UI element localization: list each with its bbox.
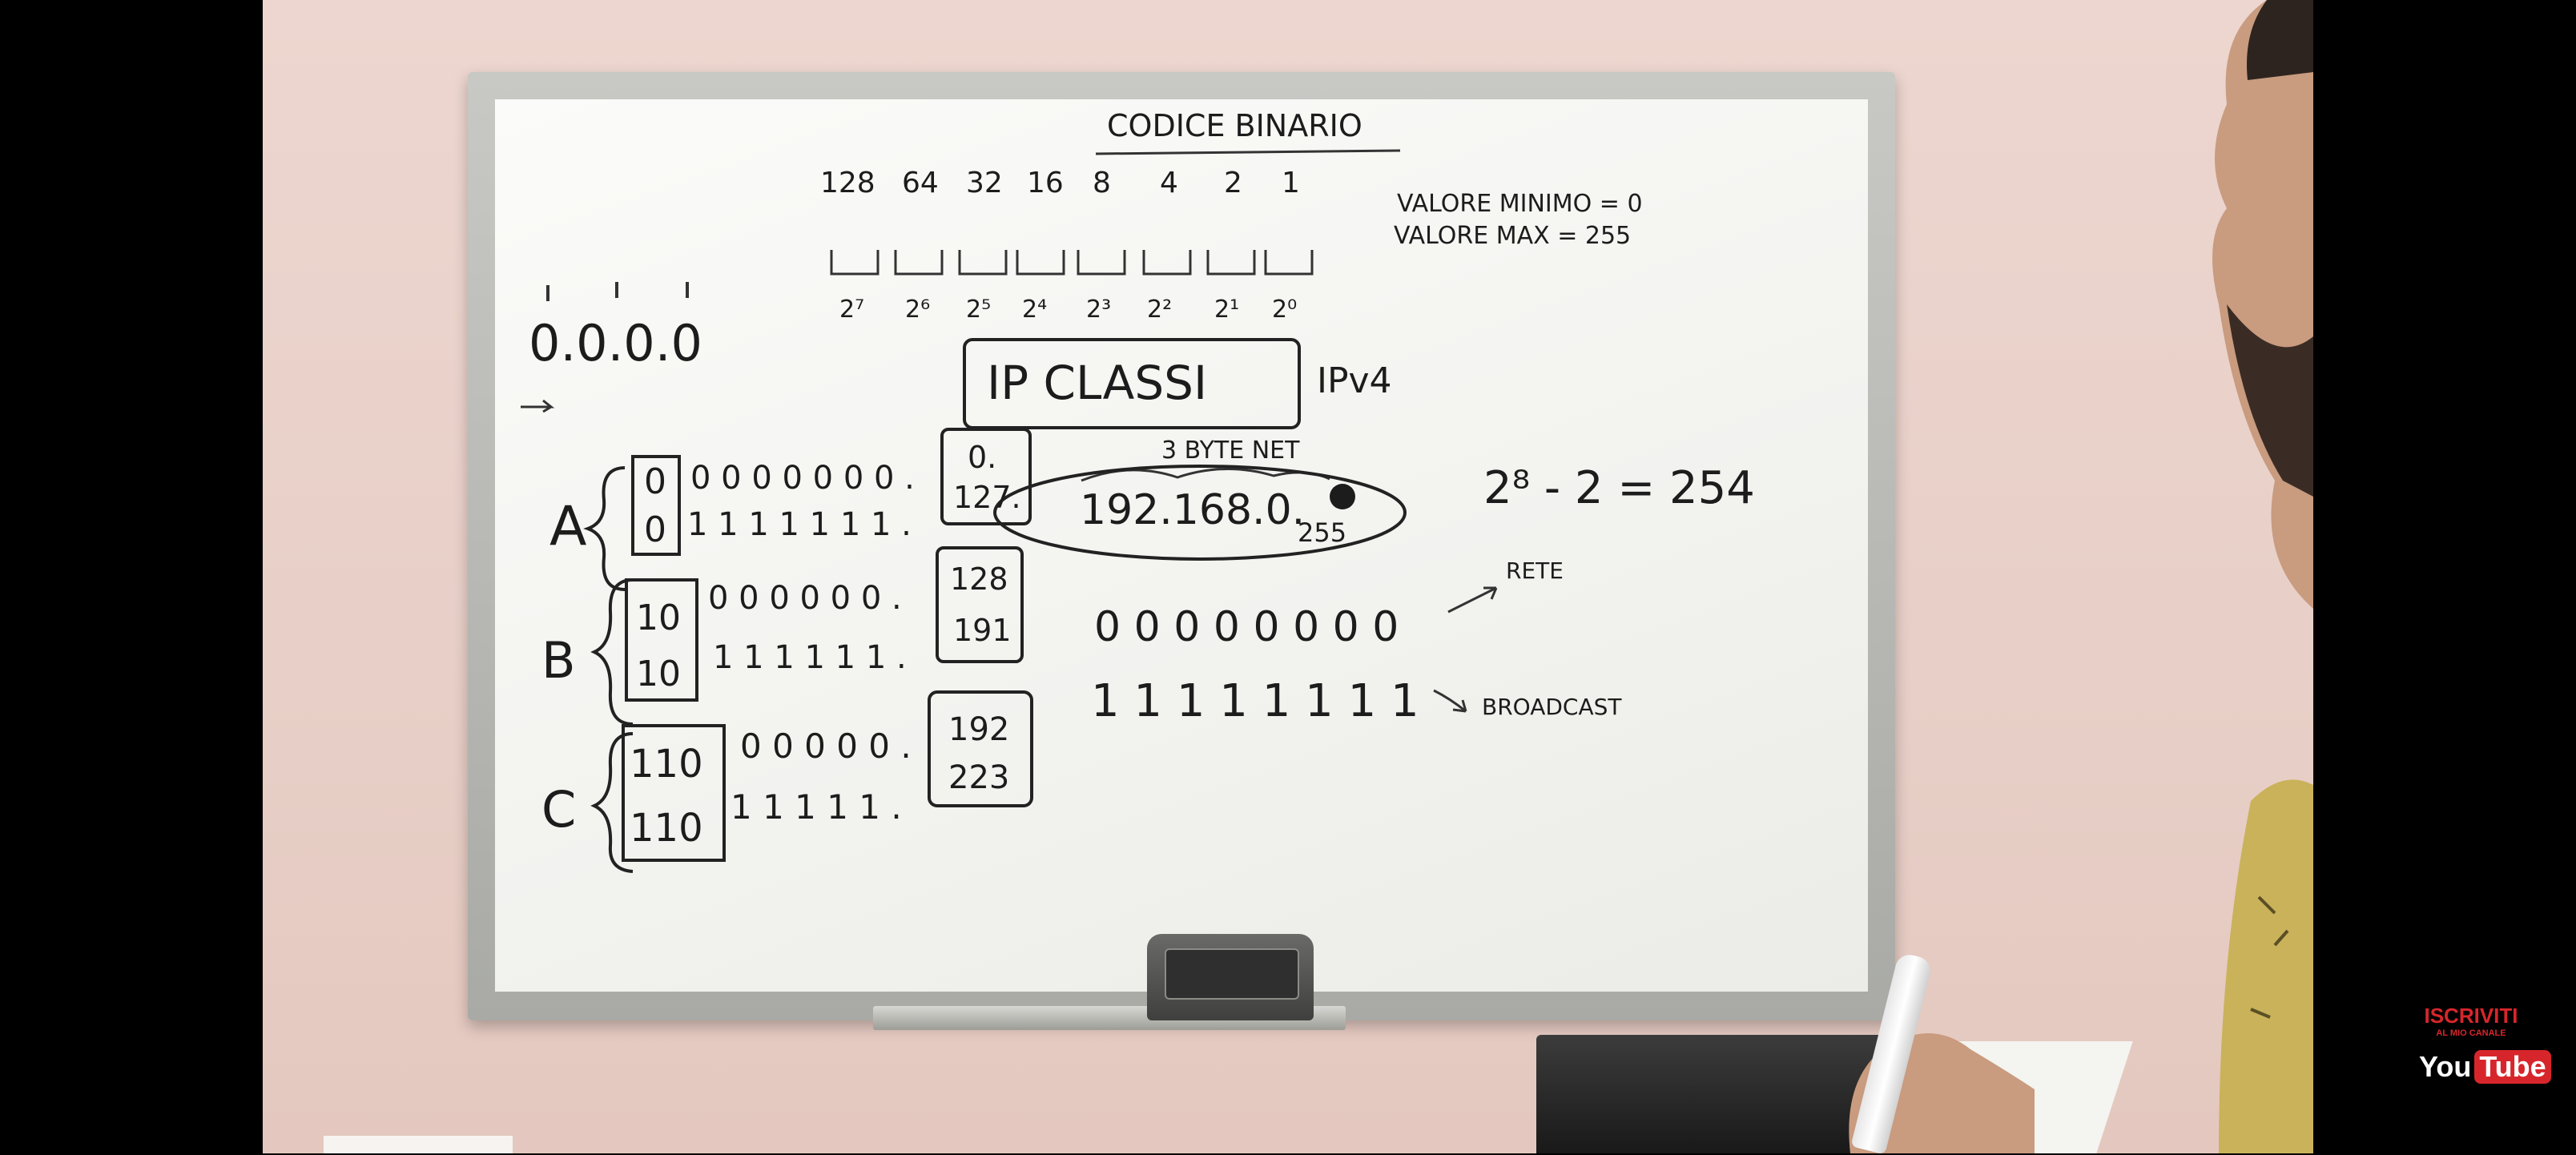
- rete-label: RETE: [1506, 557, 1564, 584]
- power-of-two: 2¹: [1214, 296, 1239, 324]
- wall-object: [324, 1136, 513, 1153]
- net-bytes-label: 3 BYTE NET: [1161, 437, 1300, 465]
- subscribe-label: ISCRIVITI: [2424, 1004, 2518, 1028]
- youtube-logo-tube: Tube: [2474, 1050, 2551, 1084]
- power-of-two: 2⁶: [905, 296, 930, 324]
- class-a-bits: 1 1 1 1 1 1 1 .: [687, 506, 912, 543]
- bit-weight: 8: [1093, 167, 1111, 199]
- heading-ip-classi: IP CLASSI: [987, 356, 1207, 410]
- bit-weight: 32: [966, 167, 1003, 199]
- ip-zero-note: 0.0.0.0: [529, 314, 702, 372]
- zeros-row: 0 0 0 0 0 0 0 0: [1094, 603, 1399, 651]
- class-b-bits: 0 0 0 0 0 0 .: [708, 580, 902, 617]
- min-value-note: VALORE MINIMO = 0: [1397, 190, 1643, 218]
- class-b-range: 128: [950, 561, 1008, 597]
- class-c-prefix: 110: [630, 742, 703, 787]
- class-b-letter: B: [541, 631, 576, 690]
- presenter: [2212, 0, 2313, 1153]
- class-a-bits: 0 0 0 0 0 0 0 .: [690, 460, 915, 497]
- bit-weight: 16: [1027, 167, 1064, 199]
- bit-weight: 64: [902, 167, 939, 199]
- example-ip: 192.168.0.: [1080, 486, 1305, 534]
- power-of-two: 2³: [1086, 296, 1111, 324]
- class-a-range: 0.: [968, 440, 996, 475]
- class-a-range: 127.: [953, 480, 1021, 515]
- board-title: CODICE BINARIO: [1107, 108, 1362, 143]
- example-last-octet: 255: [1298, 517, 1346, 548]
- bit-weight: 4: [1160, 167, 1178, 199]
- power-of-two: 2⁰: [1272, 296, 1297, 324]
- youtube-logo-you: You: [2419, 1050, 2472, 1083]
- class-c-letter: C: [541, 780, 576, 839]
- eraser-label: [1165, 948, 1299, 1000]
- class-a-prefix: 0: [644, 509, 666, 550]
- bit-weight: 1: [1282, 167, 1300, 199]
- ipv4-label: IPv4: [1317, 360, 1392, 401]
- class-c-range: 192: [948, 711, 1009, 748]
- power-of-two: 2²: [1147, 296, 1172, 324]
- class-c-bits: 1 1 1 1 1 .: [731, 787, 902, 827]
- class-b-prefix: 10: [636, 598, 681, 638]
- class-c-prefix: 110: [630, 806, 703, 851]
- class-b-range: 191: [953, 613, 1012, 648]
- bit-weight: 128: [820, 167, 875, 199]
- youtube-subscribe-icon[interactable]: ISCRIVITI AL MIO CANALE You Tube: [2411, 1004, 2551, 1093]
- ones-row: 1 1 1 1 1 1 1 1: [1091, 675, 1419, 727]
- bit-weight: 2: [1224, 167, 1242, 199]
- class-a-prefix: 0: [644, 461, 666, 502]
- class-a-letter: A: [549, 495, 587, 558]
- max-value-note: VALORE MAX = 255: [1394, 222, 1631, 250]
- printer: [1536, 1035, 1897, 1153]
- broadcast-label: BROADCAST: [1482, 694, 1622, 720]
- youtube-logo: You Tube: [2419, 1049, 2551, 1085]
- formula: 2⁸ - 2 = 254: [1483, 462, 1755, 514]
- class-c-bits: 0 0 0 0 0 .: [740, 726, 912, 766]
- whiteboard-eraser: [1147, 934, 1314, 1020]
- power-of-two: 2⁵: [966, 296, 991, 324]
- class-c-range: 223: [948, 759, 1009, 796]
- class-b-prefix: 10: [636, 654, 681, 694]
- power-of-two: 2⁷: [839, 296, 864, 324]
- class-b-bits: 1 1 1 1 1 1 .: [713, 639, 907, 676]
- subscribe-sub-label: AL MIO CANALE: [2436, 1028, 2506, 1038]
- power-of-two: 2⁴: [1022, 296, 1047, 324]
